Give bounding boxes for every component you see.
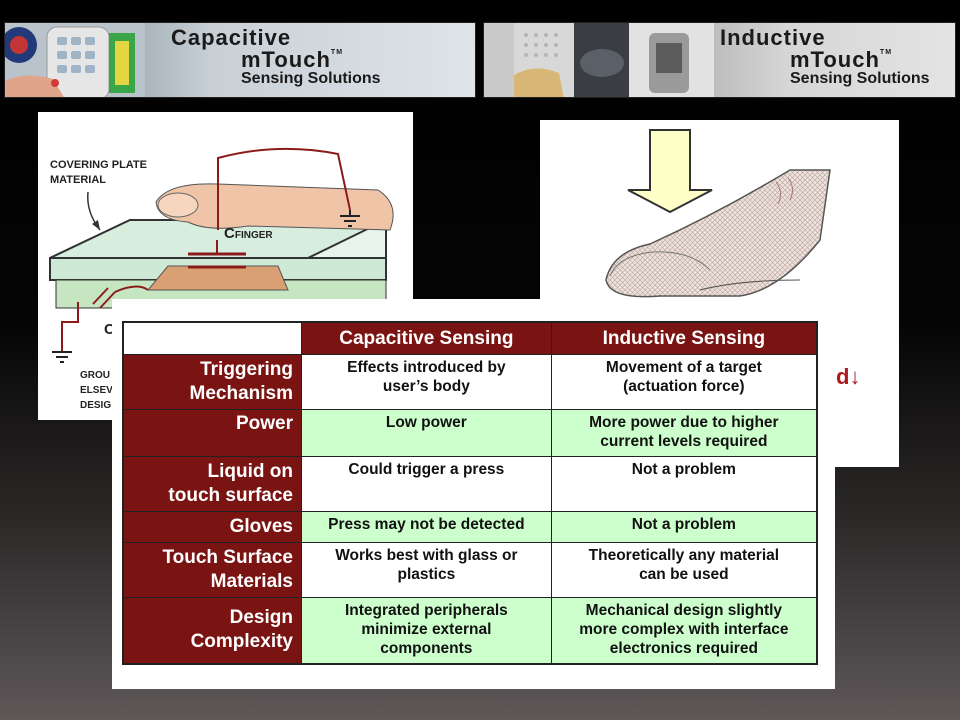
- ground-label-2: ELSEV: [80, 385, 113, 396]
- table-header-row: Capacitive Sensing Inductive Sensing: [122, 321, 818, 355]
- distance-decrease-label: d↓: [836, 364, 861, 389]
- c-partial-label: C: [104, 321, 115, 338]
- ground-label-3: DESIG: [80, 400, 111, 411]
- capacitive-banner-mtouch: mTouch: [241, 47, 331, 72]
- inductive-banner-tm: TM: [879, 49, 893, 56]
- covering-plate-label: COVERING PLATE: [50, 159, 147, 171]
- cell-inductive: Not a problem: [550, 511, 818, 543]
- capacitive-banner-tm: TM: [330, 49, 344, 56]
- capacitive-banner-title: Capacitive: [171, 25, 292, 50]
- cell-capacitive: Press may not be detected: [301, 511, 552, 543]
- row-label-gloves: Gloves: [122, 511, 302, 543]
- cell-inductive: Movement of a target(actuation force): [550, 354, 818, 410]
- appliances-image: [484, 23, 714, 97]
- comparison-table: Capacitive Sensing Inductive Sensing Tri…: [122, 321, 818, 665]
- inductive-banner-mtouch: mTouch: [790, 47, 880, 72]
- cell-capacitive: Could trigger a press: [301, 456, 552, 512]
- capacitive-mtouch-banner: Capacitive mTouchTM Sensing Solutions: [4, 22, 476, 98]
- cell-inductive: Not a problem: [550, 456, 818, 512]
- cell-capacitive: Low power: [301, 409, 552, 457]
- header-capacitive: Capacitive Sensing: [301, 321, 552, 355]
- force-arrow: [627, 129, 713, 214]
- inductive-banner-title: Inductive: [720, 25, 826, 50]
- row-label-power: Power: [122, 409, 302, 457]
- inductive-mtouch-banner: Inductive mTouchTM Sensing Solutions: [483, 22, 956, 98]
- c-finger-label: C: [224, 225, 235, 242]
- svg-text:CFINGER: CFINGER: [224, 225, 273, 242]
- remote-control-image: [5, 23, 145, 97]
- table-corner-cell: [122, 321, 302, 355]
- capacitive-banner-subtitle: Sensing Solutions: [241, 70, 381, 87]
- header-inductive: Inductive Sensing: [550, 321, 818, 355]
- table-row: Gloves Press may not be detected Not a p…: [122, 511, 818, 543]
- inductive-banner-subtitle: Sensing Solutions: [790, 70, 930, 87]
- ground-label-1: GROU: [80, 370, 110, 381]
- c-finger-subscript: FINGER: [235, 230, 274, 241]
- covering-plate-label-2: MATERIAL: [50, 174, 106, 186]
- table-row: Power Low power More power due to higher…: [122, 409, 818, 457]
